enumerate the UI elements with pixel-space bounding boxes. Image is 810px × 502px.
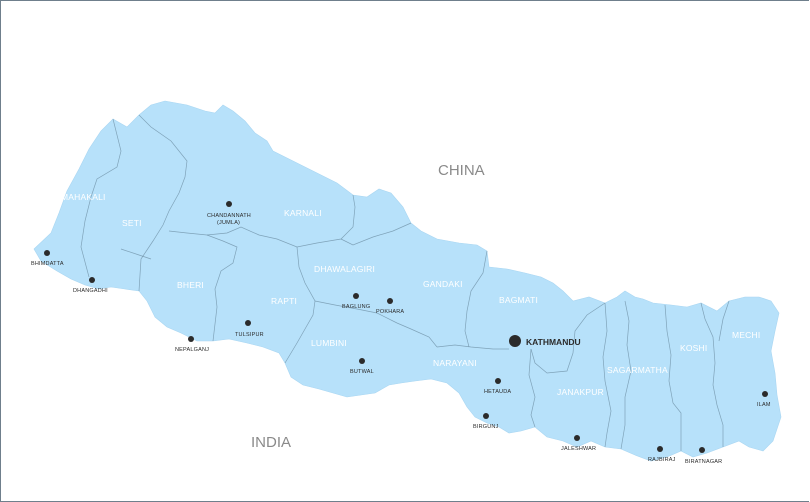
city-dot-bhimdatta	[44, 250, 50, 256]
region-label-gandaki: GANDAKI	[423, 279, 463, 289]
region-label-koshi: KOSHI	[680, 343, 707, 353]
country-label-india: INDIA	[251, 434, 291, 451]
city-label-chandannath: CHANDANNATH	[207, 213, 251, 219]
region-label-mahakali: MAHAKALI	[61, 192, 106, 202]
capital-kathmandu: KATHMANDU	[509, 335, 581, 347]
capital-dot	[509, 335, 521, 347]
region-label-bheri: BHERI	[177, 280, 204, 290]
city-label-biratnagar: BIRATNAGAR	[685, 459, 722, 465]
city-markers: BHIMDATTA DHANGADHI CHANDANNATH (JUMLA) …	[31, 201, 771, 465]
city-label-rajbiraj: RAJBIRAJ	[648, 457, 676, 463]
city-dot-baglung	[353, 293, 359, 299]
region-labels: MAHAKALI SETI KARNALI BHERI RAPTI DHAWAL…	[61, 192, 760, 397]
region-label-sagarmatha: SAGARMATHA	[607, 365, 668, 375]
city-label-hetauda: HETAUDA	[484, 389, 511, 395]
city-label-tulsipur: TULSIPUR	[235, 332, 264, 338]
region-label-mechi: MECHI	[732, 330, 760, 340]
city-label-birgunj: BIRGUNJ	[473, 424, 499, 430]
city-dot-dhangadhi	[89, 277, 95, 283]
city-label-ilam: ILAM	[757, 402, 771, 408]
city-dot-rajbiraj	[657, 446, 663, 452]
region-label-narayani: NARAYANI	[433, 358, 477, 368]
city-label-baglung: BAGLUNG	[342, 304, 370, 310]
region-borders	[80, 114, 730, 451]
capital-label: KATHMANDU	[526, 337, 581, 347]
nepal-landmass	[33, 100, 782, 462]
region-label-karnali: KARNALI	[284, 208, 322, 218]
country-label-china: CHINA	[438, 162, 485, 179]
city-dot-tulsipur	[245, 320, 251, 326]
city-label-jumla: (JUMLA)	[217, 220, 240, 226]
city-label-jaleshwar: JALESHWAR	[561, 446, 596, 452]
city-dot-hetauda	[495, 378, 501, 384]
city-dot-jaleshwar	[574, 435, 580, 441]
city-dot-birgunj	[483, 413, 489, 419]
region-label-janakpur: JANAKPUR	[557, 387, 604, 397]
city-dot-pokhara	[387, 298, 393, 304]
city-dot-chandannath	[226, 201, 232, 207]
city-label-pokhara: POKHARA	[376, 309, 404, 315]
city-label-dhangadhi: DHANGADHI	[73, 288, 108, 294]
region-label-rapti: RAPTI	[271, 296, 297, 306]
region-label-dhawalagiri: DHAWALAGIRI	[314, 264, 375, 274]
city-label-bhimdatta: BHIMDATTA	[31, 261, 64, 267]
region-label-lumbini: LUMBINI	[311, 338, 347, 348]
city-dot-ilam	[762, 391, 768, 397]
region-label-bagmati: BAGMATI	[499, 295, 538, 305]
city-dot-nepalganj	[188, 336, 194, 342]
city-label-butwal: BUTWAL	[350, 369, 374, 375]
city-label-nepalganj: NEPALGANJ	[175, 347, 209, 353]
city-dot-biratnagar	[699, 447, 705, 453]
region-label-seti: SETI	[122, 218, 142, 228]
city-dot-butwal	[359, 358, 365, 364]
